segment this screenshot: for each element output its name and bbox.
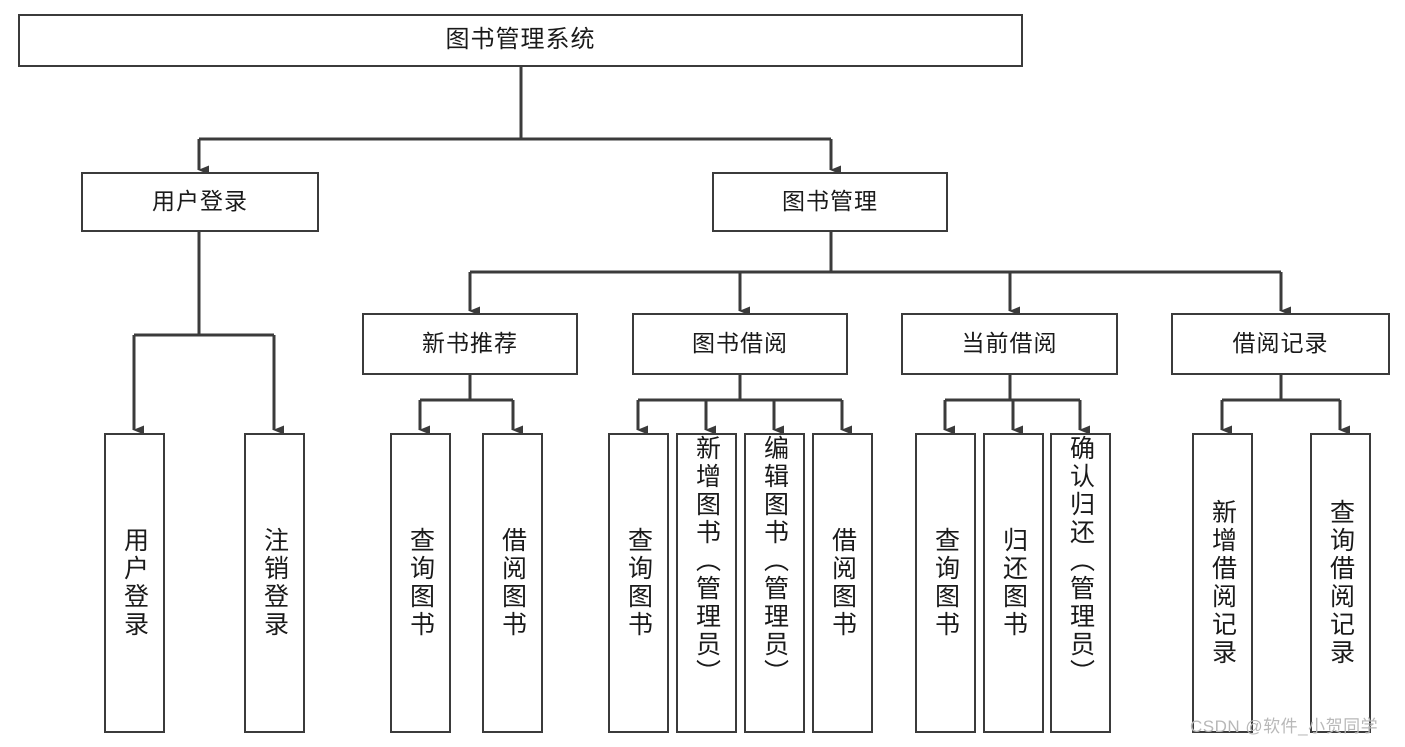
leaf-borrow-edit-book[interactable]: 编辑图书（管理员）: [744, 433, 805, 733]
node-book-borrow[interactable]: 图书借阅: [632, 313, 848, 375]
node-label: 借阅图书: [498, 527, 527, 639]
node-label: 图书管理系统: [445, 26, 596, 54]
leaf-record-add[interactable]: 新增借阅记录: [1192, 433, 1253, 733]
leaf-new-book-query[interactable]: 查询图书: [390, 433, 451, 733]
node-label: 查询图书: [931, 527, 960, 639]
leaf-new-book-borrow[interactable]: 借阅图书: [482, 433, 543, 733]
leaf-current-query-book[interactable]: 查询图书: [915, 433, 976, 733]
node-user-login[interactable]: 用户登录: [81, 172, 319, 232]
node-label: 图书管理: [782, 188, 878, 215]
node-label: 注销登录: [260, 527, 289, 639]
node-label: 借阅记录: [1232, 330, 1329, 357]
leaf-borrow-add-book[interactable]: 新增图书（管理员）: [676, 433, 737, 733]
leaf-current-confirm-return[interactable]: 确认归还（管理员）: [1050, 433, 1111, 733]
node-new-book-recommend[interactable]: 新书推荐: [362, 313, 578, 375]
watermark-text: CSDN @软件_小贺同学: [1190, 717, 1379, 736]
node-label: 新增图书（管理员）: [692, 435, 721, 687]
node-label: 借阅图书: [828, 527, 857, 639]
leaf-record-query[interactable]: 查询借阅记录: [1310, 433, 1371, 733]
node-label: 用户登录: [120, 527, 149, 639]
leaf-current-return-book[interactable]: 归还图书: [983, 433, 1044, 733]
node-root-system[interactable]: 图书管理系统: [18, 14, 1023, 67]
node-label: 用户登录: [152, 188, 248, 215]
node-label: 新书推荐: [422, 330, 518, 357]
node-label: 图书借阅: [692, 330, 788, 357]
leaf-user-login-logout[interactable]: 注销登录: [244, 433, 305, 733]
leaf-user-login-login[interactable]: 用户登录: [104, 433, 165, 733]
node-label: 查询图书: [624, 527, 653, 639]
node-label: 新增借阅记录: [1208, 499, 1237, 667]
node-label: 编辑图书（管理员）: [760, 435, 789, 687]
node-label: 确认归还（管理员）: [1066, 435, 1095, 687]
node-label: 查询图书: [406, 527, 435, 639]
node-label: 归还图书: [999, 527, 1028, 639]
node-borrow-record[interactable]: 借阅记录: [1171, 313, 1390, 375]
node-label: 当前借阅: [961, 330, 1058, 357]
leaf-borrow-query-book[interactable]: 查询图书: [608, 433, 669, 733]
leaf-borrow-borrow-book[interactable]: 借阅图书: [812, 433, 873, 733]
node-label: 查询借阅记录: [1326, 499, 1355, 667]
node-book-management[interactable]: 图书管理: [712, 172, 948, 232]
node-current-borrow[interactable]: 当前借阅: [901, 313, 1118, 375]
